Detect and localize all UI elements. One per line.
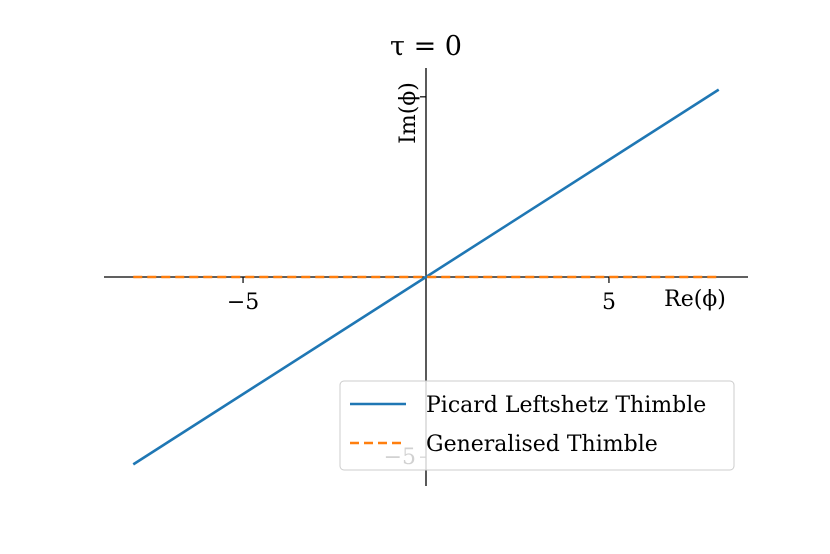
legend-box bbox=[339, 380, 735, 471]
x-axis-label: Re(ϕ) bbox=[664, 287, 726, 312]
x-tick-label: 5 bbox=[602, 290, 616, 315]
y-axis-label: Im(ϕ) bbox=[396, 82, 421, 144]
legend-label-2: Generalised Thimble bbox=[426, 432, 658, 457]
chart-title: τ = 0 bbox=[390, 31, 462, 62]
series-layer bbox=[132, 88, 720, 466]
legend-label-1: Picard Leftshetz Thimble bbox=[426, 393, 706, 418]
series-line-1 bbox=[132, 88, 720, 466]
x-tick-label: −5 bbox=[227, 290, 259, 315]
